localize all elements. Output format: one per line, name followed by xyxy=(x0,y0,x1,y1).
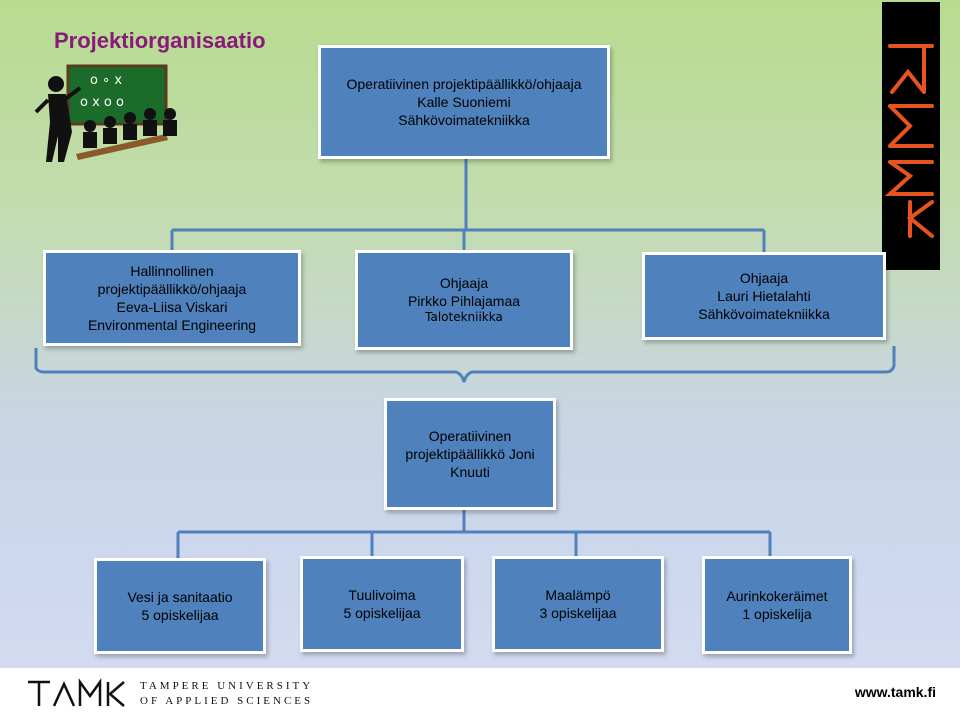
box-text: Operatiivinen xyxy=(428,427,512,444)
box-team-wind: Tuulivoima 5 opiskelijaa xyxy=(300,556,464,652)
box-team-solar: Aurinkokeräimet 1 opiskelija xyxy=(702,556,852,654)
footer-logo-line2: OF APPLIED SCIENCES xyxy=(140,695,314,707)
box-operative-manager-top: Operatiivinen projektipäällikkö/ohjaaja … xyxy=(318,45,610,159)
box-text: Sähkövoimatekniikka xyxy=(398,112,530,129)
box-text: 5 opiskelijaa xyxy=(141,607,219,623)
box-text: Operatiivinen projektipäällikkö/ohjaaja xyxy=(346,75,582,92)
box-text: 5 opiskelijaa xyxy=(343,605,421,621)
box-text: Environmental Engineering xyxy=(87,317,257,334)
box-operative-manager-lower: Operatiivinen projektipäällikkö Joni Knu… xyxy=(384,398,556,510)
tamk-logo xyxy=(28,678,125,707)
box-text: Ohjaaja xyxy=(739,269,789,286)
box-text: Pirkko Pihlajamaa xyxy=(407,293,521,310)
box-team-geothermal: Maalämpö 3 opiskelijaa xyxy=(492,556,664,652)
slide-title: Projektiorganisaatio xyxy=(54,28,266,53)
box-supervisor-right: Ohjaaja Lauri Hietalahti Sähkövoimatekni… xyxy=(642,252,886,340)
box-text: projektipäällikkö/ohjaaja xyxy=(97,280,247,297)
footer-url[interactable]: www.tamk.fi xyxy=(854,684,936,700)
box-text: Ohjaaja xyxy=(439,275,489,292)
svg-text:o ∘ x: o ∘ x xyxy=(90,73,122,88)
tamk-logo-vertical xyxy=(882,2,940,270)
box-text: Kalle Suoniemi xyxy=(417,93,511,110)
box-text: Vesi ja sanitaatio xyxy=(127,588,233,605)
box-text: 1 opiskelija xyxy=(742,606,812,622)
box-text: Lauri Hietalahti xyxy=(717,287,811,304)
box-text: Sähkövoimatekniikka xyxy=(698,306,830,323)
box-text: Talotekniikka xyxy=(425,310,503,325)
box-text: Tuulivoima xyxy=(348,586,416,603)
box-text: Knuuti xyxy=(450,464,490,481)
box-text: projektipäällikkö Joni xyxy=(405,445,535,462)
box-supervisor-center: Ohjaaja Pirkko Pihlajamaa Talotekniikka xyxy=(355,250,573,350)
box-administrative-manager: Hallinnollinen projektipäällikkö/ohjaaja… xyxy=(43,250,301,346)
box-text: 3 opiskelijaa xyxy=(539,605,617,621)
box-text: Hallinnollinen xyxy=(130,262,214,279)
teacher-classroom-illustration: o ∘ x o x o o xyxy=(34,64,177,162)
box-team-water: Vesi ja sanitaatio 5 opiskelijaa xyxy=(94,558,266,654)
box-text: Maalämpö xyxy=(545,586,611,603)
box-text: Eeva-Liisa Viskari xyxy=(116,299,228,315)
footer: TAMPERE UNIVERSITY OF APPLIED SCIENCES xyxy=(0,668,960,720)
box-text: Aurinkokeräimet xyxy=(726,587,828,604)
footer-logo-line1: TAMPERE UNIVERSITY xyxy=(140,680,314,692)
svg-text:o x o o: o x o o xyxy=(80,95,124,110)
